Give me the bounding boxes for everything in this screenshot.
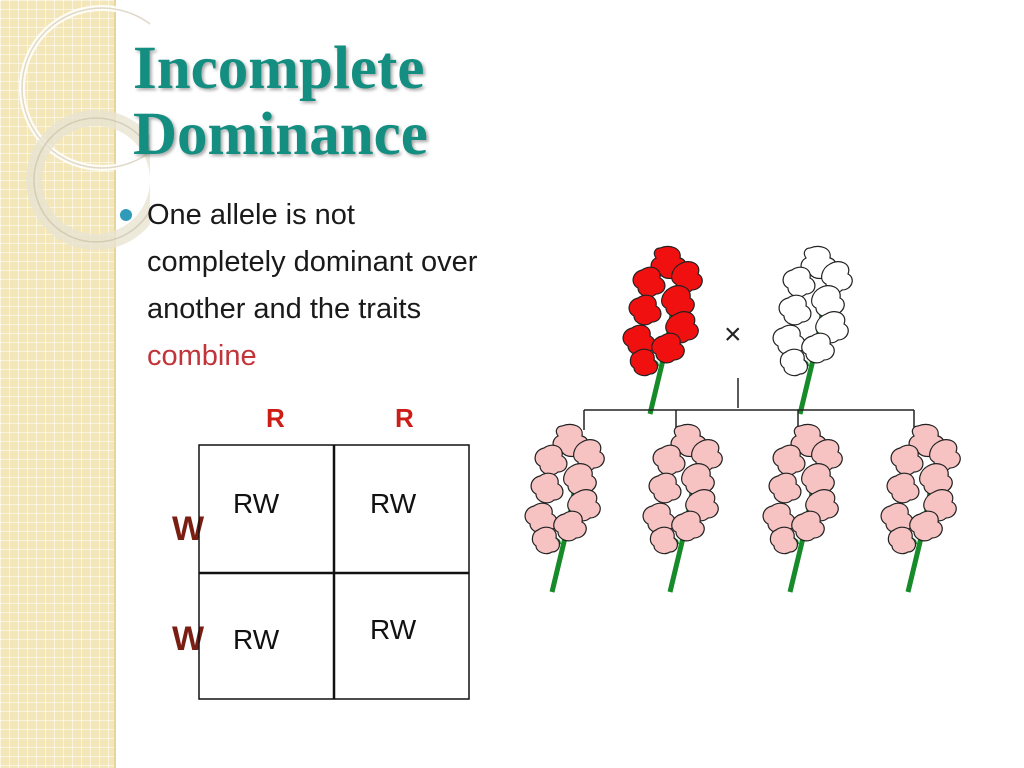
pink-snapdragon-icon [881, 424, 960, 592]
column-allele-2: R [395, 403, 414, 433]
pink-snapdragon-icon [763, 424, 842, 592]
white-snapdragon-icon [773, 246, 852, 414]
punnett-cell-2-2: RW [370, 614, 417, 645]
lineage-lines [583, 378, 915, 430]
cross-symbol: × [724, 318, 742, 351]
decorative-rings [19, 5, 150, 250]
slide-title: Incomplete Dominance [133, 36, 428, 168]
punnett-square [198, 444, 470, 700]
bullet-text: One allele is not completely dominant ov… [147, 192, 490, 380]
pink-snapdragon-icon [643, 424, 722, 592]
bullet-body: One allele is not completely dominant ov… [147, 199, 478, 325]
snapdragon-cross-diagram: × [516, 244, 966, 594]
bullet-highlight: combine [147, 340, 257, 372]
bullet-dot-icon [120, 209, 132, 221]
title-line-1: Incomplete [133, 35, 425, 102]
punnett-cell-1-1: RW [233, 488, 280, 519]
punnett-cell-1-2: RW [370, 488, 417, 519]
red-snapdragon-icon [623, 246, 702, 414]
punnett-cell-2-1: RW [233, 624, 280, 655]
bullet-point: One allele is not completely dominant ov… [120, 192, 490, 380]
pink-snapdragon-icon [525, 424, 604, 592]
column-allele-1: R [266, 403, 285, 433]
title-line-2: Dominance [133, 101, 428, 168]
